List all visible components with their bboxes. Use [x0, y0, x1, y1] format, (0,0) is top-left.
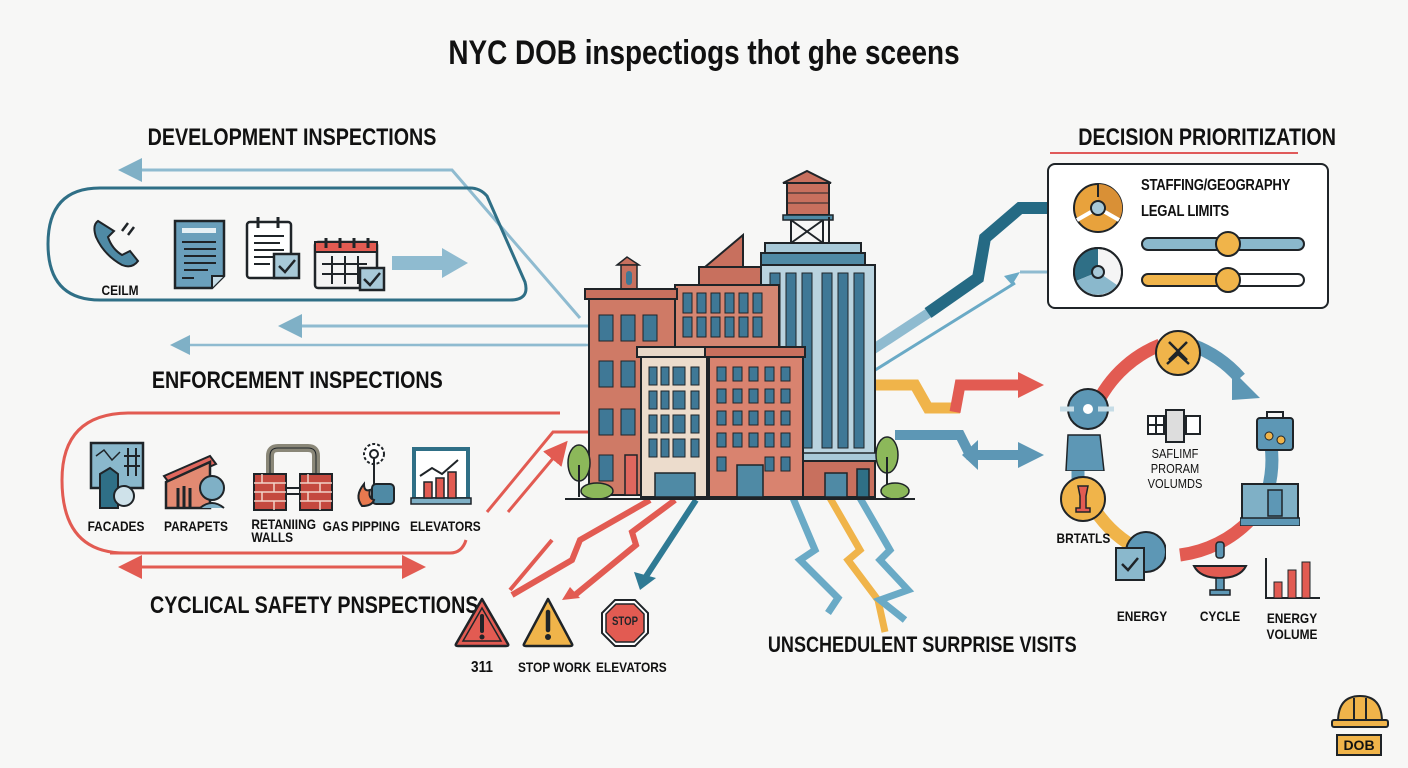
cycle-top-icon: [1155, 330, 1201, 376]
energy-volume-line-1: ENERGY: [1266, 610, 1318, 626]
energy-volume-label: ENERGY VOLUME: [1267, 610, 1318, 642]
legal-slider[interactable]: [1141, 267, 1305, 293]
cycle-fountain-icon: [1192, 540, 1248, 596]
stop-sign-text: STOP: [612, 614, 638, 628]
stop-sign-icon: STOP: [600, 598, 650, 648]
alert-elevators-label: ELEVATORS: [596, 659, 667, 675]
cycle-center-label: SAFLIMF PRORAM VOLUMDS: [1145, 446, 1205, 491]
buildings-illustration: [565, 165, 915, 500]
elevators-icon: [410, 446, 472, 508]
hard-hat-icon: [1331, 694, 1389, 728]
energy-label: ENERGY: [1116, 608, 1168, 624]
alert-stop-work-label: STOP WORK: [518, 659, 591, 675]
facades-label: FACADES: [87, 518, 145, 534]
calendar-check-icon: [312, 236, 388, 292]
staffing-slider-thumb[interactable]: [1215, 231, 1241, 257]
parapets-label: PARAPETS: [164, 518, 228, 534]
checklist-icon: [244, 214, 302, 280]
cycle-label: CYCLE: [1199, 608, 1241, 624]
development-heading: DEVELOPMENT INSPECTIONS: [147, 124, 437, 151]
energy-volume-chart-icon: [1264, 556, 1324, 600]
energy-icon: [1114, 530, 1166, 582]
phone-icon: [88, 213, 148, 273]
cycle-left-label: BRTATLS: [1056, 530, 1111, 546]
cycle-toolbox-icon: [1253, 408, 1297, 452]
cycle-machine-icon: [1240, 480, 1300, 526]
decision-panel: STAFFING/GEOGRAPHY LEGAL LIMITS: [1047, 163, 1329, 309]
decision-heading: DECISION PRIORITIZATION: [1078, 124, 1336, 151]
cycle-center-icon: [1146, 408, 1202, 444]
cyclical-heading: CYCLICAL SAFETY PNSPECTIONS: [150, 592, 479, 619]
staffing-geography-label: STAFFING/GEOGRAPHY: [1141, 177, 1291, 194]
phone-label: CEILM: [101, 282, 139, 298]
cycle-center-line-3: VOLUMDS: [1147, 476, 1203, 491]
gas-piping-icon: [352, 440, 398, 510]
energy-volume-line-2: VOLUME: [1266, 626, 1318, 642]
facades-icon: [88, 440, 146, 510]
dob-badge: DOB: [1330, 690, 1390, 760]
staffing-slider[interactable]: [1141, 231, 1305, 257]
warning-yellow-icon: [521, 596, 575, 648]
dob-badge-text: DOB: [1336, 734, 1382, 756]
parapets-icon: [160, 446, 232, 510]
cycle-wrench-icon: [1060, 476, 1106, 522]
gas-piping-label: GAS PIPPING: [322, 518, 400, 534]
pie-orange-icon: [1071, 181, 1125, 235]
elevators-label: ELEVATORS: [410, 518, 481, 534]
right-arrow-icon: [392, 248, 468, 278]
alert-311-label: 311: [471, 659, 493, 676]
cycle-center-line-2: PRORAM: [1150, 461, 1200, 476]
legal-limits-label: LEGAL LIMITS: [1141, 203, 1229, 220]
decision-underline: [1050, 152, 1298, 154]
unscheduled-heading: UNSCHEDULENT SURPRISE VISITS: [767, 632, 1077, 657]
legal-slider-thumb[interactable]: [1215, 267, 1241, 293]
pie-blue-icon: [1071, 245, 1125, 299]
cycle-valve-icon: [1058, 385, 1114, 471]
retaining-walls-icon: [252, 442, 334, 512]
document-icon: [172, 218, 228, 290]
retaining-walls-label: RETANIING WALLS: [251, 516, 316, 545]
page-title: NYC DOB inspectiogs thot ghe sceens: [448, 34, 960, 72]
enforcement-heading: ENFORCEMENT INSPECTIONS: [151, 367, 443, 394]
warning-red-icon: [453, 596, 511, 648]
cycle-center-line-1: SAFLIMF: [1151, 446, 1199, 461]
